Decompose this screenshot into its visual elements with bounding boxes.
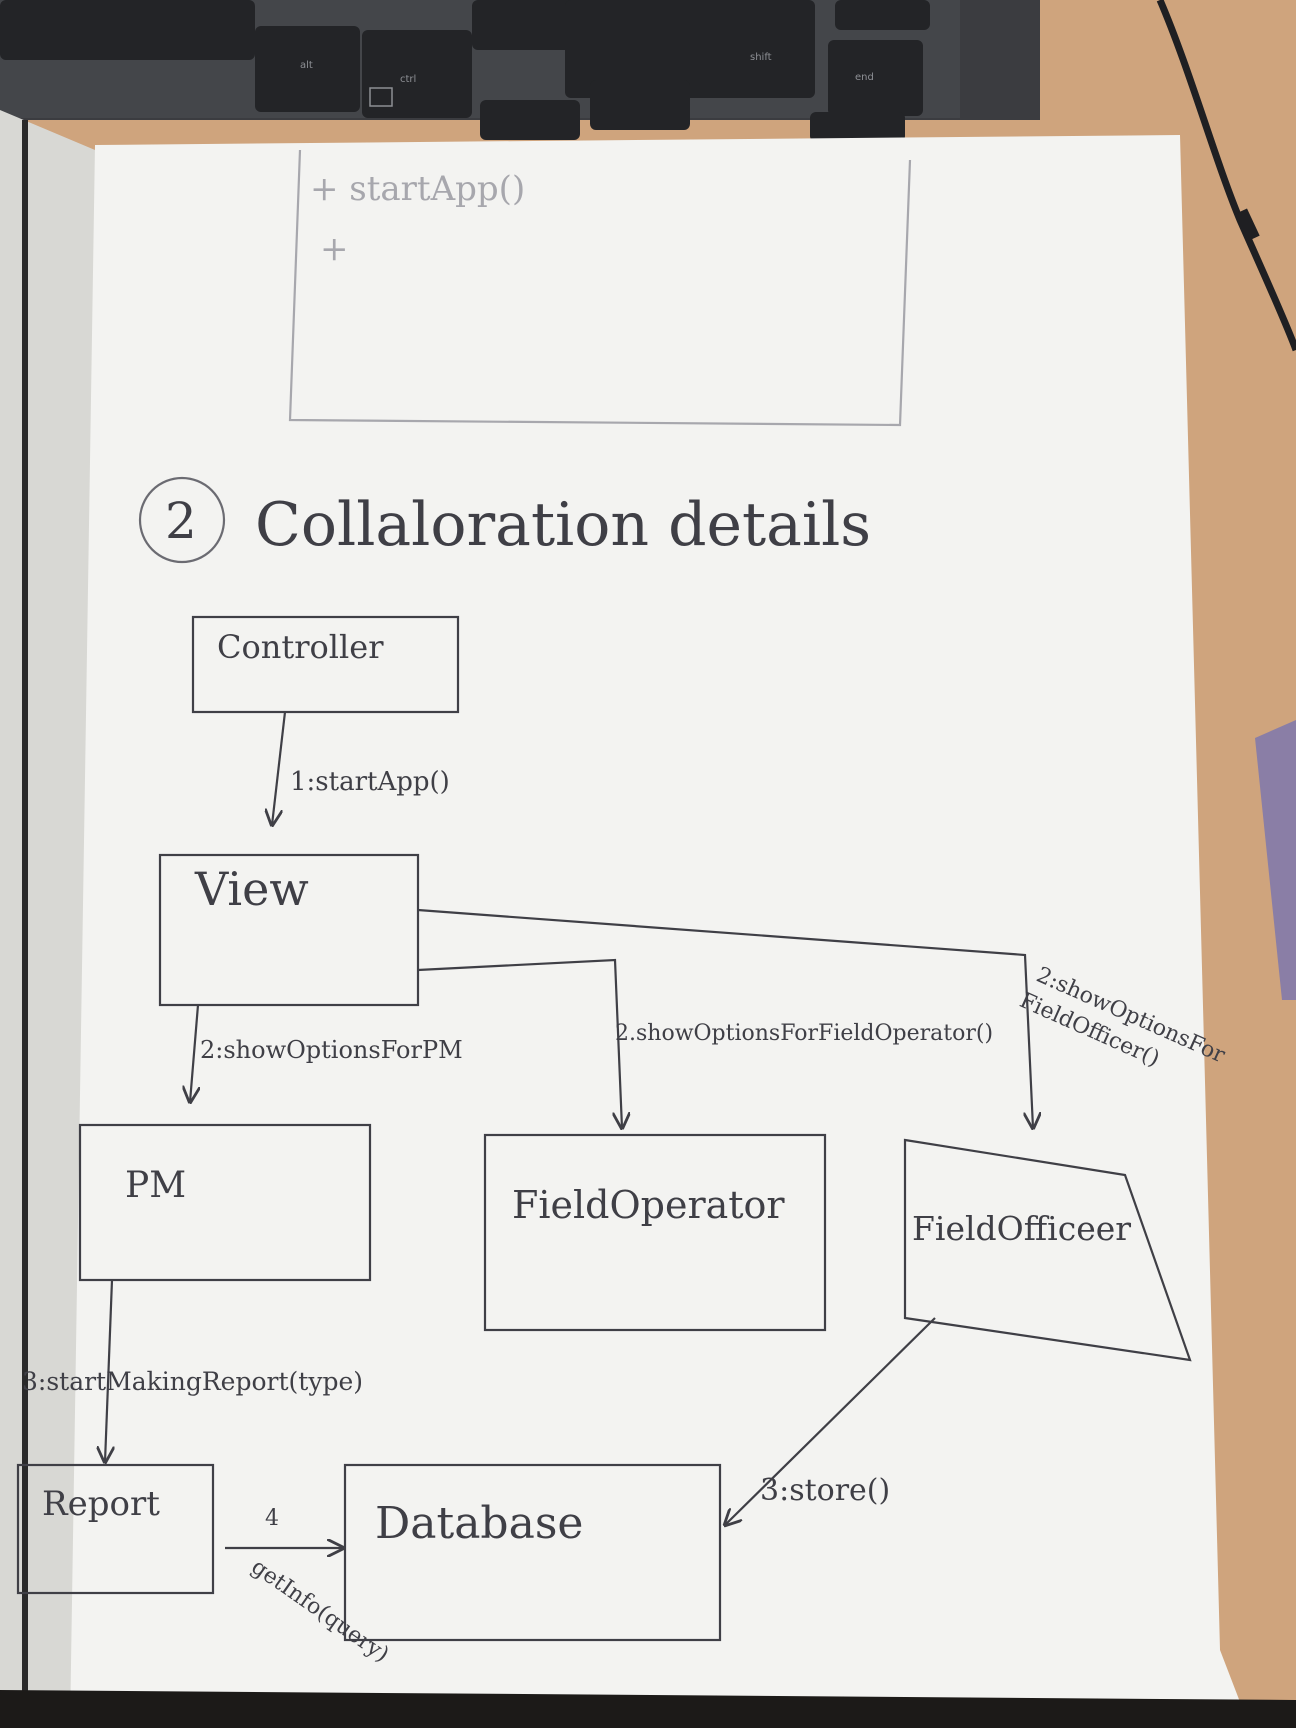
field-officer-label: FieldOfficeer: [912, 1209, 1131, 1248]
keyboard-key-alt: [255, 26, 360, 112]
pm-label: PM: [125, 1165, 186, 1206]
keyboard: alt ctrl shift end: [0, 0, 930, 142]
database-box: [343, 1463, 722, 1642]
keyboard-key: [0, 0, 255, 60]
message-get-info-number: 4: [265, 1506, 279, 1531]
message-arrow-store: [725, 1317, 936, 1525]
message-show-options-pm: 2:showOptionsForPM: [200, 1036, 463, 1064]
message-arrow-pm: [190, 1004, 198, 1102]
keyboard-key-up: [590, 80, 690, 130]
keyboard-key-end: [828, 40, 923, 116]
message-arrow-report: [105, 1279, 112, 1462]
key-label-end: end: [855, 72, 874, 83]
keyboard-key: [472, 0, 582, 50]
cable: [1156, 0, 1296, 352]
keyboard-key: [835, 0, 930, 30]
previous-method-1: + startApp(): [310, 169, 525, 209]
database-label: Database: [375, 1498, 583, 1549]
message-store: 3:store(): [760, 1473, 890, 1508]
report-box: [16, 1463, 215, 1595]
section-number: 2: [165, 492, 197, 550]
keyboard-key-ctrl: [362, 30, 472, 118]
controller-box: [191, 615, 460, 714]
section-title: Collaloration details: [255, 490, 871, 560]
windows-key-icon: [369, 87, 393, 107]
message-arrow-field-operator: [417, 958, 622, 1128]
field-officer-box: [903, 1138, 1192, 1362]
key-label-ctrl: ctrl: [400, 74, 416, 85]
key-label-shift: shift: [750, 52, 772, 63]
message-arrow-start-app: [272, 711, 287, 825]
view-label: View: [194, 862, 309, 916]
bottom-shadow: [0, 1690, 1296, 1728]
section-heading: 2 Collaloration details: [138, 476, 871, 564]
message-start-app: 1:startApp(): [290, 767, 450, 797]
message-arrow-field-officer: [417, 908, 1033, 1128]
field-operator-box: [483, 1133, 827, 1332]
pm-box: [78, 1123, 372, 1282]
section-number-circle: [138, 476, 226, 564]
previous-class-box: + startApp() +: [288, 149, 912, 427]
previous-box-outline: [288, 149, 912, 427]
keyboard-key-left: [480, 100, 580, 140]
notebook-page: [70, 135, 1250, 1728]
key-label-alt: alt: [300, 60, 313, 71]
previous-method-2: +: [320, 229, 349, 269]
controller-label: Controller: [217, 628, 384, 666]
report-label: Report: [42, 1484, 160, 1524]
keyboard-key-shift: [565, 0, 815, 98]
keyboard-key-right: [810, 112, 905, 142]
message-start-making-report: 3:startMakingReport(type): [22, 1367, 363, 1396]
field-operator-label: FieldOperator: [512, 1183, 785, 1227]
view-box: [158, 853, 420, 1007]
message-show-options-field-operator: 2.showOptionsForFieldOperator(): [615, 1021, 993, 1046]
pen: [1255, 720, 1296, 1000]
cable-tie: [1234, 208, 1260, 242]
